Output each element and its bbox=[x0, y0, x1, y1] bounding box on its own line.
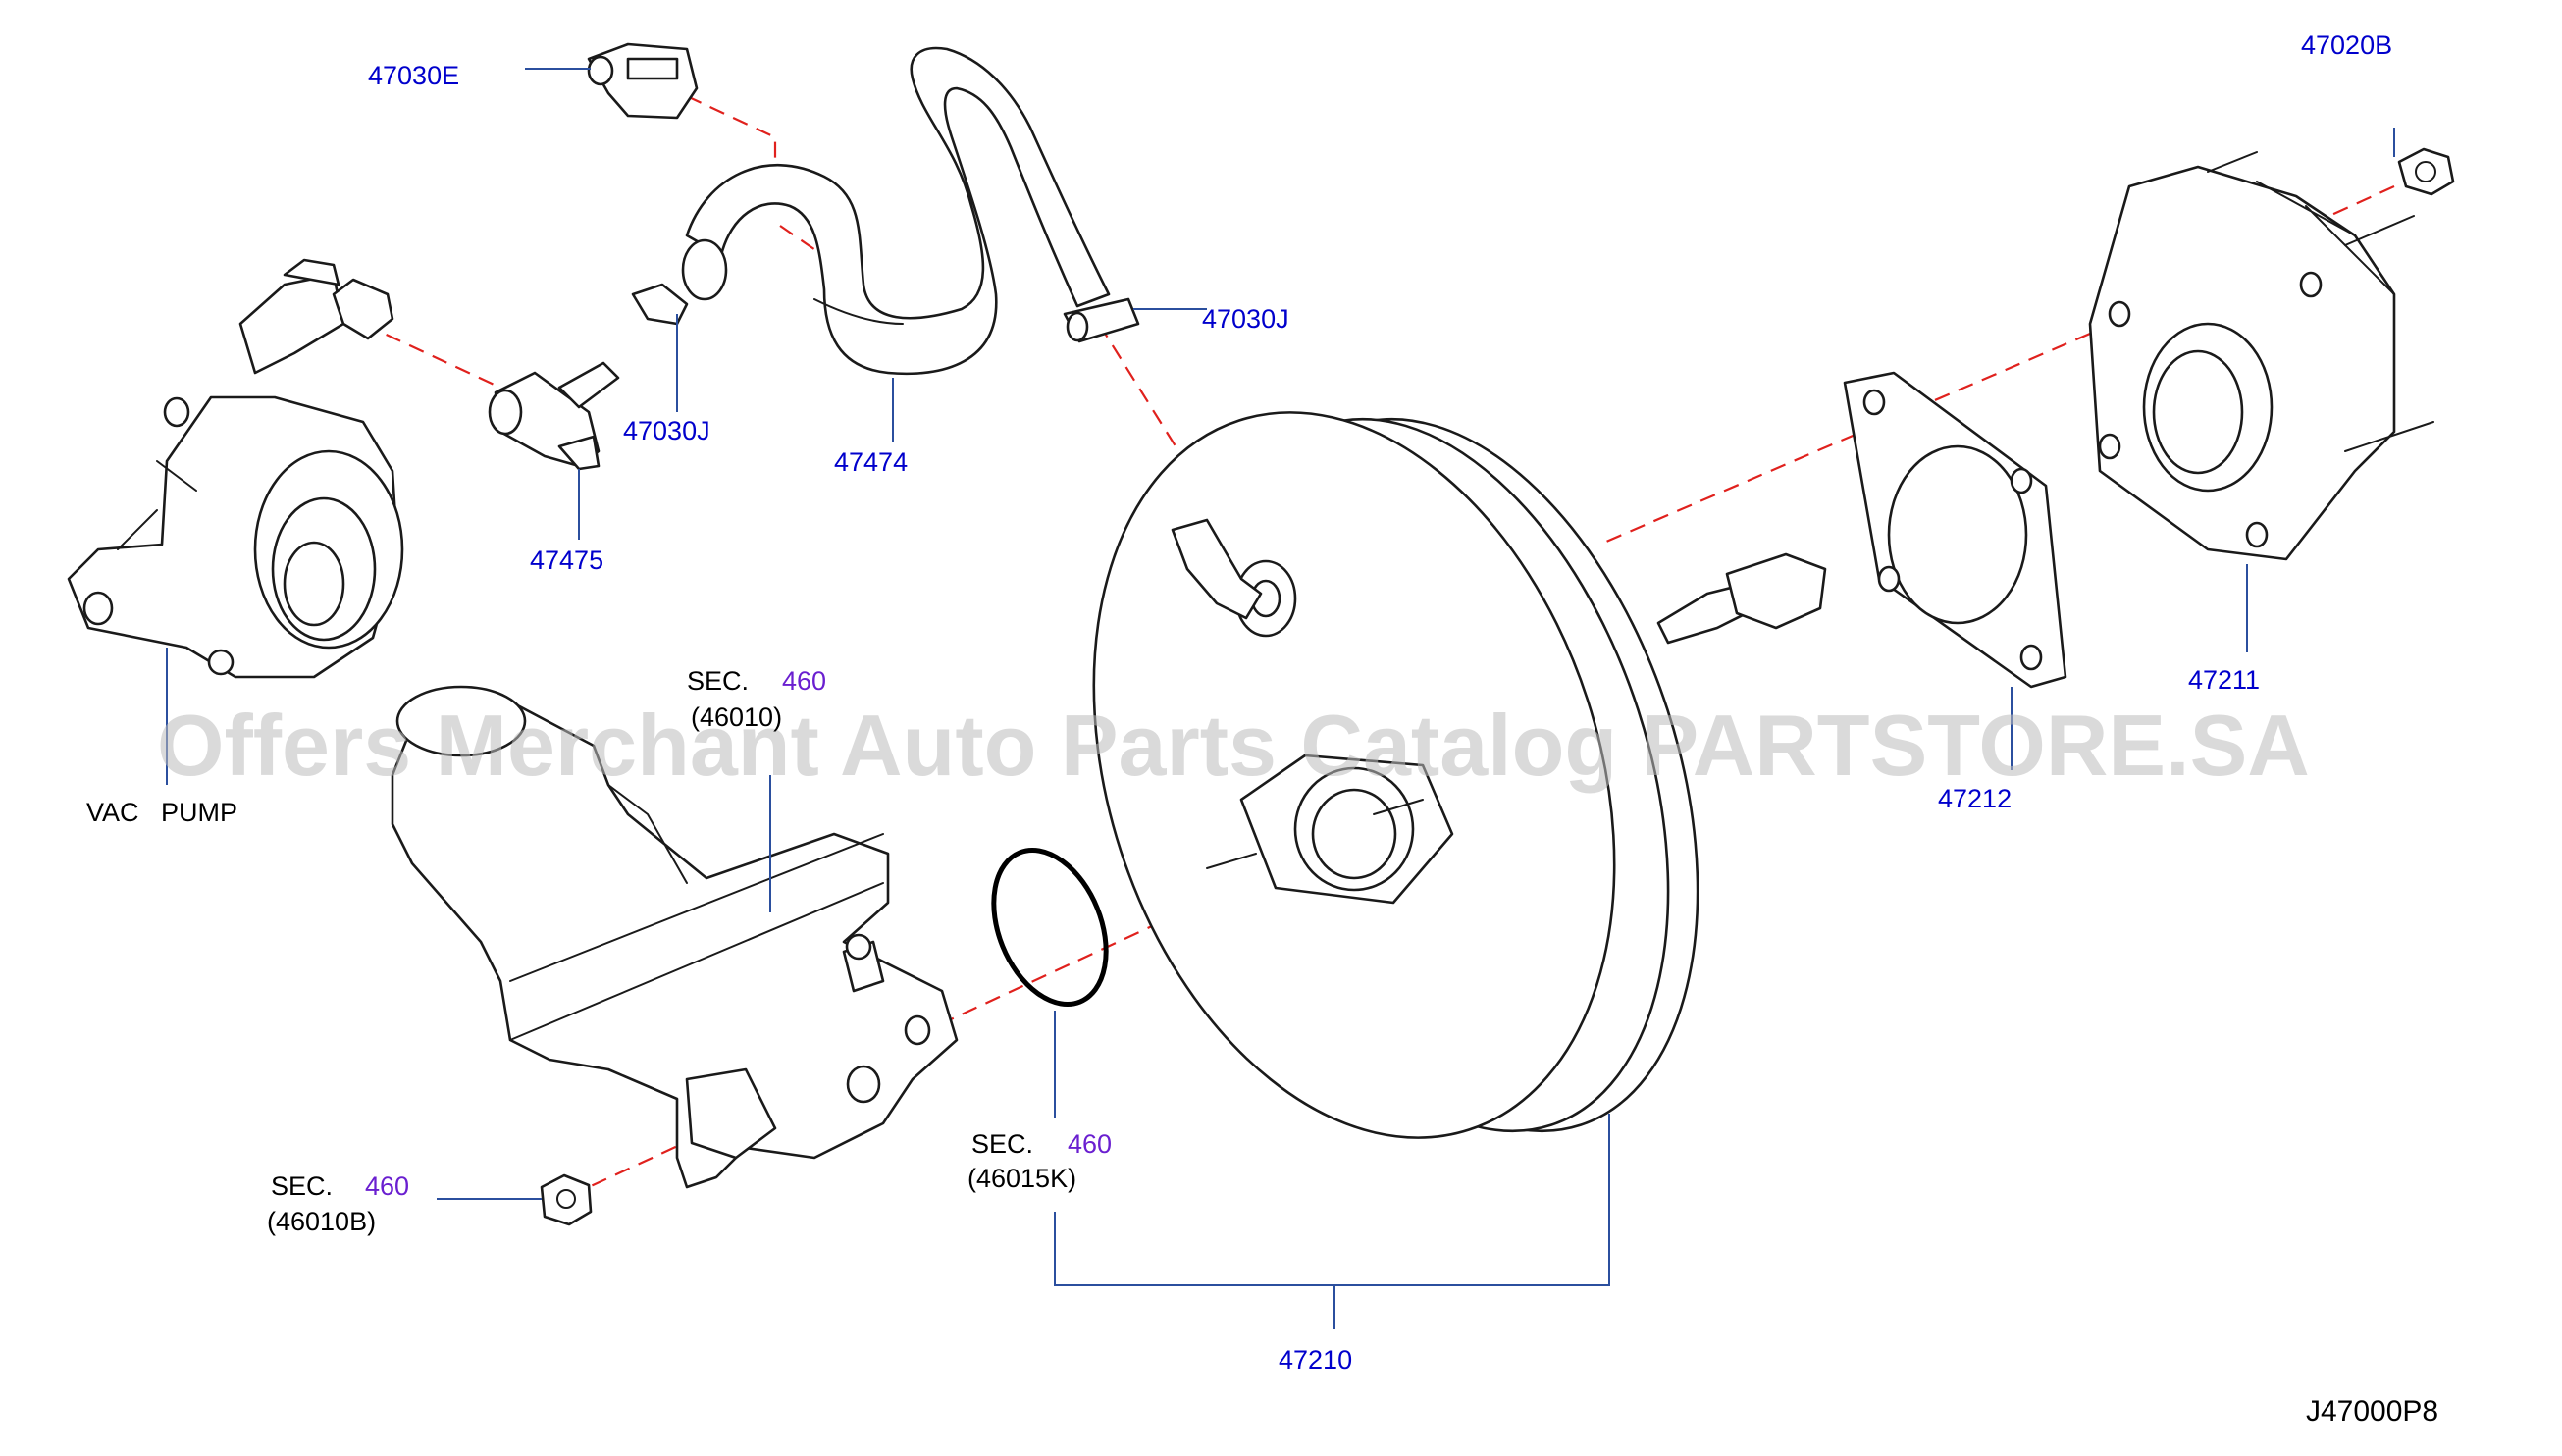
section-ref-code: (46015K) bbox=[967, 1164, 1076, 1193]
hose-clip-47030J-lower bbox=[631, 283, 689, 326]
section-ref-number[interactable]: 460 bbox=[1068, 1129, 1112, 1159]
diagram-code: J47000P8 bbox=[2306, 1395, 2438, 1428]
section-ref-prefix: SEC. bbox=[971, 1129, 1033, 1159]
callout-47210[interactable]: 47210 bbox=[1279, 1345, 1352, 1375]
rear-plate-part bbox=[2088, 151, 2434, 561]
leader-lines bbox=[166, 68, 2395, 1329]
watermark-text: Offers Merchant Auto Parts Catalog PARTS… bbox=[157, 697, 2310, 794]
callout-47020B[interactable]: 47020B bbox=[2301, 30, 2392, 60]
nut-46010B bbox=[540, 1173, 593, 1226]
nut-47020B bbox=[2397, 147, 2455, 196]
section-ref-46010[interactable]: SEC. 460 (46010) bbox=[687, 666, 826, 732]
brake-booster-part bbox=[1092, 411, 1827, 1139]
vacuum-pump-part bbox=[67, 258, 404, 679]
o-ring-part bbox=[991, 848, 1109, 1007]
section-ref-prefix: SEC. bbox=[271, 1171, 333, 1201]
vac-pump-label: VAC PUMP bbox=[86, 798, 237, 827]
vacuum-hose-part bbox=[681, 46, 1111, 376]
section-ref-prefix: SEC. bbox=[687, 666, 749, 696]
section-ref-number[interactable]: 460 bbox=[365, 1171, 409, 1201]
hose-clip-47030E bbox=[587, 42, 699, 120]
hose-clip-47030J-upper bbox=[1063, 297, 1140, 343]
section-ref-46010B[interactable]: SEC. 460 (46010B) bbox=[267, 1171, 409, 1236]
section-ref-number[interactable]: 460 bbox=[782, 666, 826, 696]
callout-47030J-upper[interactable]: 47030J bbox=[1202, 304, 1289, 334]
callout-47474[interactable]: 47474 bbox=[834, 447, 908, 477]
callout-47475[interactable]: 47475 bbox=[530, 546, 603, 575]
callout-47030J-lower[interactable]: 47030J bbox=[623, 416, 710, 445]
master-cylinder-part bbox=[391, 685, 959, 1189]
section-ref-code: (46010) bbox=[691, 702, 782, 732]
gasket-part bbox=[1843, 371, 2067, 689]
callout-47030E[interactable]: 47030E bbox=[368, 61, 459, 90]
section-ref-46015K[interactable]: SEC. 460 (46015K) bbox=[967, 1129, 1112, 1193]
check-valve-part bbox=[488, 361, 620, 471]
section-ref-code: (46010B) bbox=[267, 1207, 376, 1236]
callout-47212[interactable]: 47212 bbox=[1938, 784, 2012, 813]
callout-47211[interactable]: 47211 bbox=[2188, 665, 2260, 695]
